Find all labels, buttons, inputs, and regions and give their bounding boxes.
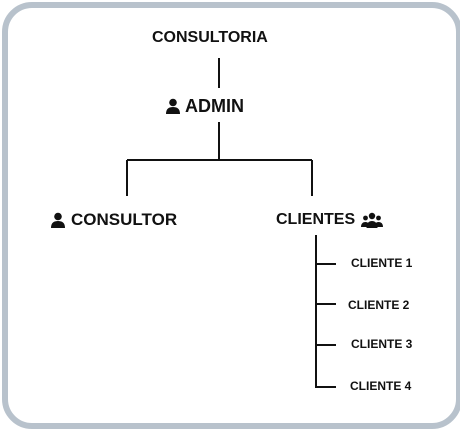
node-cliente-2: CLIENTE 2 xyxy=(348,299,409,311)
node-cliente-label: CLIENTE 4 xyxy=(350,379,412,393)
node-consultor-label: CONSULTOR xyxy=(71,210,178,229)
node-clientes-label: CLIENTES xyxy=(276,211,356,228)
node-clientes: CLIENTES xyxy=(276,211,384,228)
node-cliente-4: CLIENTE 4 xyxy=(350,380,411,392)
node-consultor: CONSULTOR xyxy=(50,211,177,228)
node-consultoria: CONSULTORIA xyxy=(152,30,268,46)
node-cliente-label: CLIENTE 1 xyxy=(351,256,413,270)
node-admin-label: ADMIN xyxy=(185,96,244,116)
user-icon xyxy=(50,212,66,228)
users-group-icon xyxy=(361,212,384,228)
user-icon xyxy=(165,98,181,114)
node-consultoria-label: CONSULTORIA xyxy=(152,29,268,46)
node-cliente-1: CLIENTE 1 xyxy=(351,257,412,269)
node-admin: ADMIN xyxy=(165,97,244,115)
node-cliente-label: CLIENTE 2 xyxy=(348,298,410,312)
node-cliente-label: CLIENTE 3 xyxy=(351,337,413,351)
node-cliente-3: CLIENTE 3 xyxy=(351,338,412,350)
